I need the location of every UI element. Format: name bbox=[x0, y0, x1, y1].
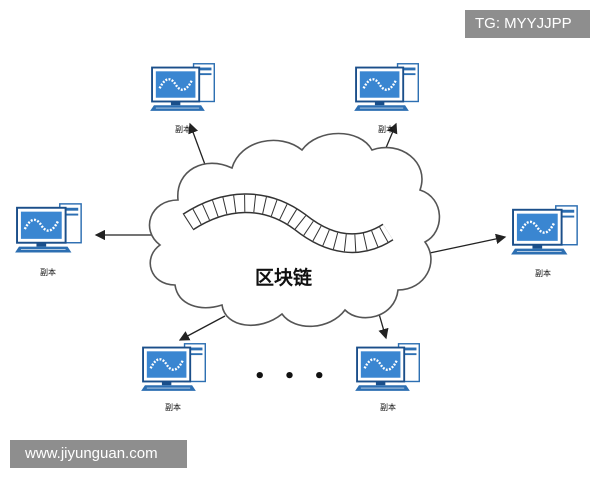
node-label: 副本 bbox=[378, 124, 394, 134]
node-bottom-right: 副本 bbox=[353, 342, 421, 412]
arrow-to-node-top-left bbox=[188, 122, 208, 171]
cloud-label: 区块链 bbox=[255, 266, 312, 289]
node-label: 副本 bbox=[380, 402, 396, 412]
node-top-left: 副本 bbox=[148, 62, 216, 134]
node-top-right: 副本 bbox=[352, 62, 420, 134]
node-bottom-left: 副本 bbox=[139, 342, 207, 412]
arrow-to-node-bottom-left bbox=[178, 315, 226, 341]
node-label: 副本 bbox=[165, 402, 181, 412]
watermark-bottom: www.jiyunguan.com bbox=[10, 440, 187, 468]
watermark-top: TG: MYYJJPP bbox=[465, 10, 590, 38]
ellipsis: • • • bbox=[254, 366, 331, 387]
node-left: 副本 bbox=[13, 202, 83, 277]
node-label: 副本 bbox=[40, 267, 56, 277]
node-label: 副本 bbox=[175, 124, 191, 134]
chain-band bbox=[182, 193, 394, 254]
arrow-to-node-right bbox=[424, 233, 507, 255]
node-label: 副本 bbox=[535, 268, 551, 278]
node-right: 副本 bbox=[509, 204, 579, 278]
